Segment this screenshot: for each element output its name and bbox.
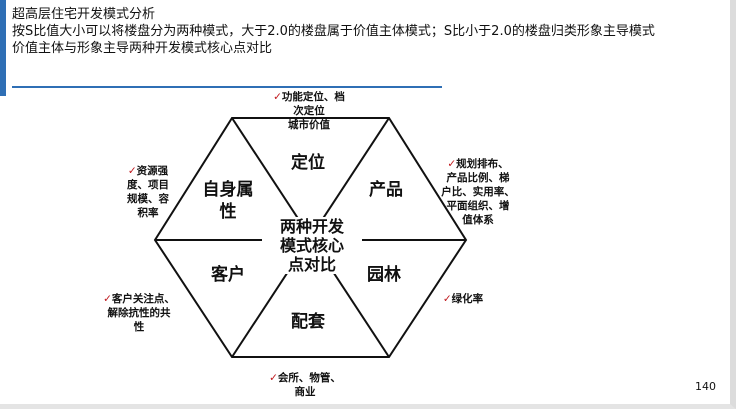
check-icon: ✓ <box>103 293 112 305</box>
check-icon: ✓ <box>127 165 137 177</box>
note-right: ✓绿化率 <box>442 293 484 305</box>
heading-rule <box>12 86 442 88</box>
check-icon: ✓ <box>273 91 282 103</box>
segment-product: 产品 <box>369 180 403 200</box>
segment-self-attributes: 自身属 性 <box>202 180 254 222</box>
check-icon: ✓ <box>447 158 457 170</box>
check-icon: ✓ <box>269 372 278 384</box>
note-left-top: ✓资源强 度、项目 规模、容 积率 <box>127 165 169 219</box>
note-bottom: ✓会所、物管、 商业 <box>269 372 341 398</box>
check-icon: ✓ <box>442 293 452 305</box>
segment-facilities: 配套 <box>291 312 325 332</box>
segment-customer: 客户 <box>211 265 245 285</box>
note-top-right: ✓规划排布、 产品比例、梯 户比、实用率、 平面组织、增 值体系 <box>441 158 515 226</box>
heading-description: 按S比值大小可以将楼盘分为两种模式，大于2.0的楼盘属于价值主体模式；S比小于2… <box>12 24 655 39</box>
note-left-bottom: ✓客户关注点、 解除抗性的共 性 <box>103 293 175 333</box>
accent-bar <box>0 0 6 96</box>
note-top: ✓功能定位、档 次定位 城市价值 <box>273 91 345 131</box>
page-number: 140 <box>695 380 716 393</box>
segment-landscape: 园林 <box>367 265 401 285</box>
slide-heading: 超高层住宅开发模式分析 按S比值大小可以将楼盘分为两种模式，大于2.0的楼盘属于… <box>12 6 712 57</box>
heading-subtitle: 价值主体与形象主导两种开发模式核心点对比 <box>12 41 273 56</box>
center-label: 两种开发 模式核心 点对比 <box>262 217 362 274</box>
segment-positioning: 定位 <box>291 153 325 173</box>
heading-title: 超高层住宅开发模式分析 <box>12 7 156 22</box>
